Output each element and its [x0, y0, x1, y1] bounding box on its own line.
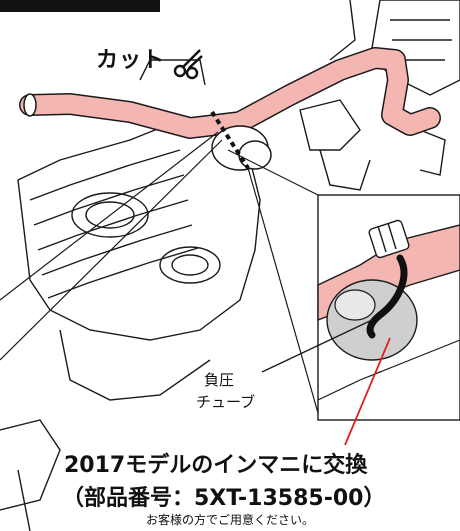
- caption-part-number: （部品番号：5XT-13585-00）: [62, 486, 386, 511]
- cut-line: [210, 110, 250, 170]
- intake-fitting: [211, 125, 272, 171]
- scissors-icon: [173, 49, 203, 80]
- detail-inset: [317, 194, 460, 421]
- tube-leader: [261, 319, 373, 373]
- vacuum-tube: [19, 47, 441, 139]
- heading-fragment: [0, 0, 160, 12]
- red-pointer: [344, 337, 391, 446]
- cut-label: カット: [96, 48, 166, 73]
- vacuum-tube-label-line2: チューブ: [196, 393, 256, 411]
- caption-note: お客様の方でご用意ください。: [146, 513, 315, 527]
- vacuum-tube-label-line1: 負圧: [204, 371, 235, 389]
- zoom-leader-lines: [0, 131, 321, 421]
- caption-title: 2017モデルのインマニに交換: [64, 453, 368, 478]
